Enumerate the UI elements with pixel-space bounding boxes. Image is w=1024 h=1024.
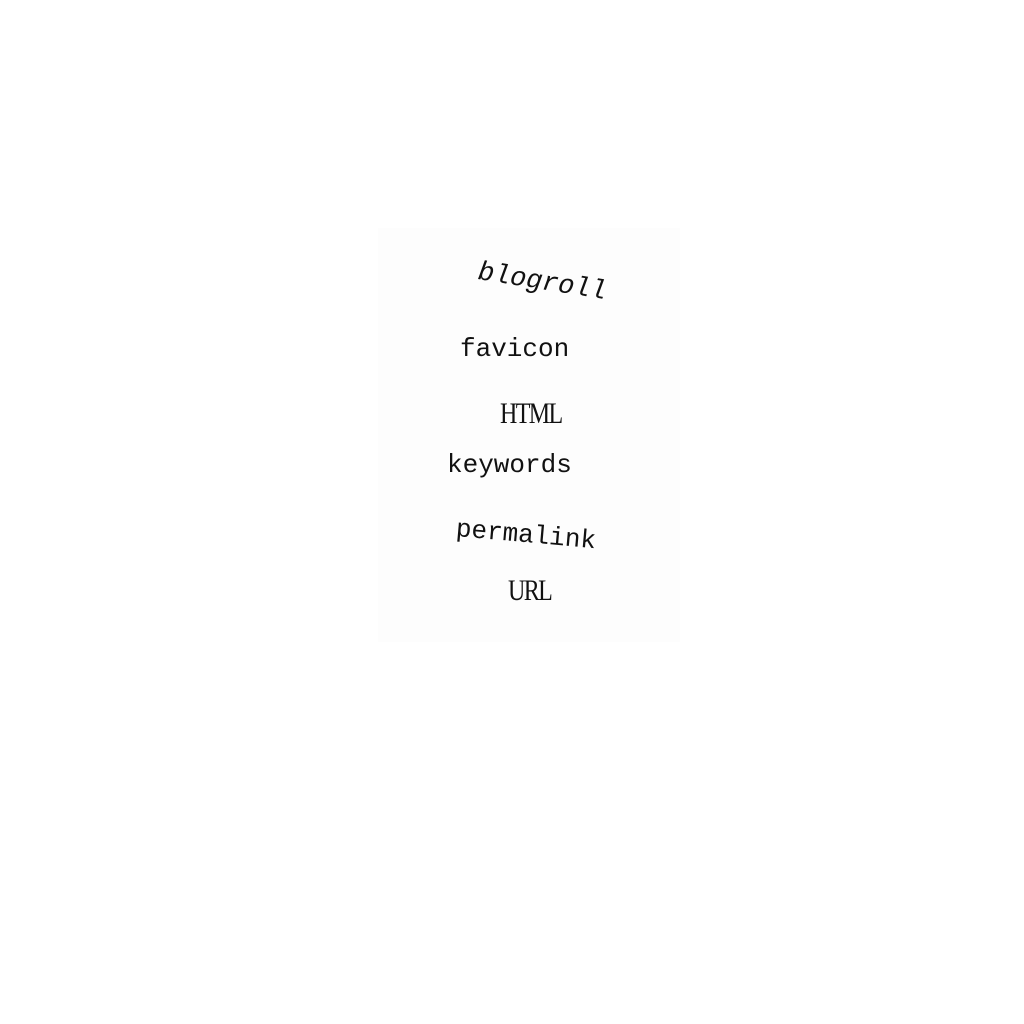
word-html: HTML: [500, 397, 563, 430]
word-keywords: keywords: [447, 450, 572, 480]
word-panel: [378, 228, 680, 642]
word-url: URL: [508, 574, 553, 607]
word-favicon: favicon: [460, 334, 570, 364]
